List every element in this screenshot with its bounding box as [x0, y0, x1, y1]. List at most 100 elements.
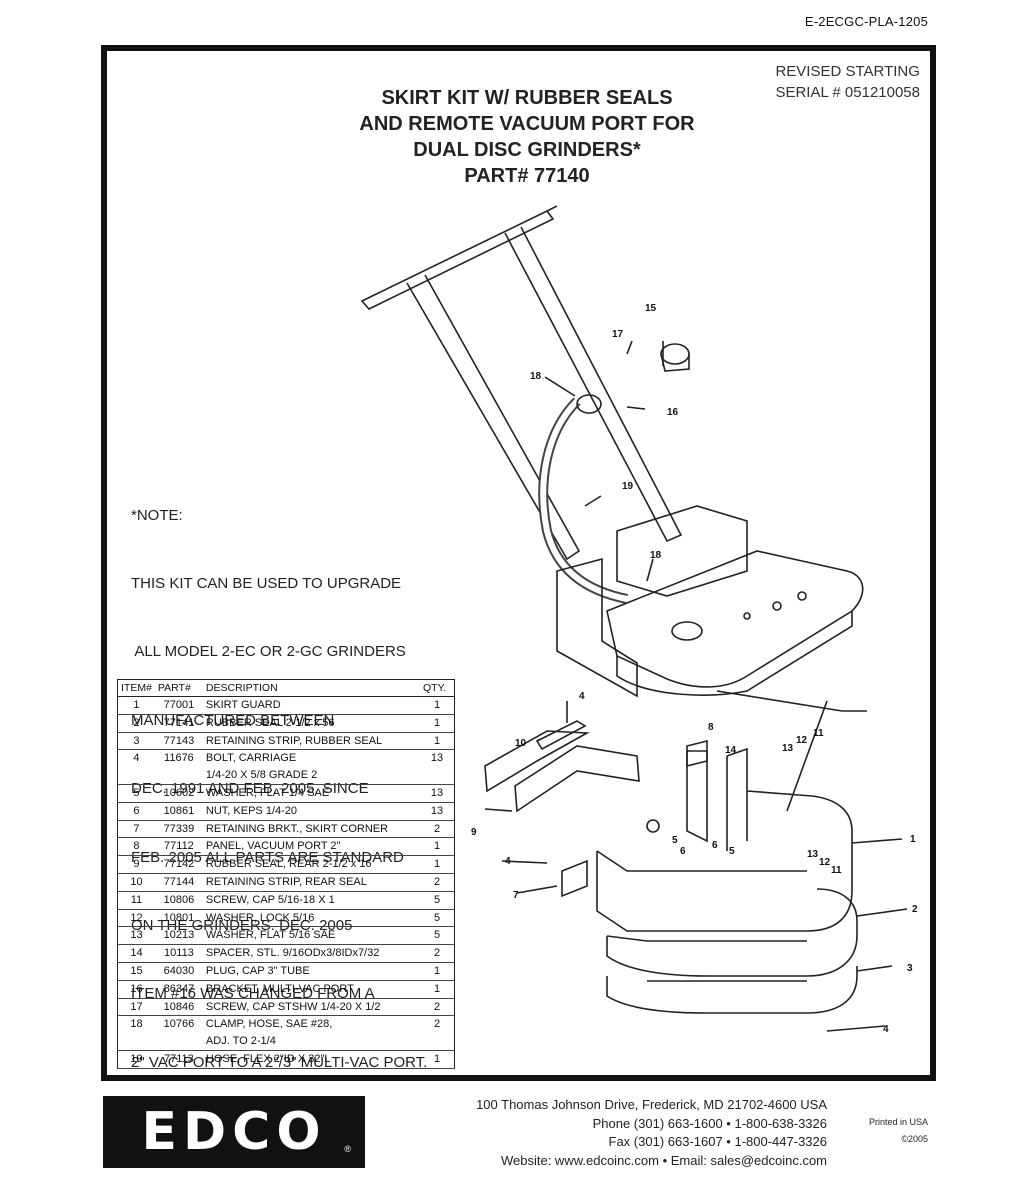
cell-qty: 2 [420, 820, 455, 839]
callout-4-top: 4 [579, 691, 585, 702]
cell-item: 2 [117, 714, 155, 733]
company-address: 100 Thomas Johnson Drive, Frederick, MD … [476, 1096, 827, 1170]
cell-qty: 13 [420, 802, 455, 821]
cell-item: 12 [117, 909, 155, 928]
cell-part: 86347 [154, 980, 203, 999]
callout-4-left: 4 [505, 856, 511, 867]
callout-10: 10 [515, 738, 527, 749]
callout-labels: 15 17 18 16 19 18 4 10 8 14 13 12 11 9 5… [471, 303, 918, 1035]
cell-item: 9 [117, 855, 155, 874]
header-part: PART# [154, 679, 203, 697]
cell-item [117, 767, 155, 785]
document-id: E-2ECGC-PLA-1205 [804, 14, 928, 29]
cell-description: CLAMP, HOSE, SAE #28, [205, 1018, 333, 1031]
revision-note: REVISED STARTING SERIAL # 051210058 [775, 61, 920, 103]
cell-item: 3 [117, 732, 155, 751]
cell-qty: 5 [420, 926, 455, 946]
cell-part: 77113 [154, 1050, 203, 1069]
cell-part: 10846 [154, 998, 203, 1017]
cell-item: 18 [130, 1018, 143, 1031]
cell-qty: 2 [420, 944, 455, 963]
callout-11-mid: 11 [831, 865, 842, 876]
logo-text: EDCO [141, 1102, 327, 1162]
parts-sheet-frame: 15 17 18 16 19 18 4 10 8 14 13 12 11 9 5… [101, 45, 936, 1081]
cell-item [117, 1033, 155, 1051]
cell-item: 4 [133, 752, 140, 765]
cell-part: 77112 [154, 837, 203, 857]
cell-description: BOLT, CARRIAGE [205, 752, 297, 765]
print-info: Printed in USA ©2005 [869, 1114, 928, 1148]
callout-12-mid: 12 [819, 857, 831, 868]
cell-qty: 1 [420, 714, 455, 733]
cell-qty: 13 [420, 784, 455, 803]
cell-part: 10806 [154, 891, 203, 910]
callout-3: 3 [907, 963, 913, 974]
cell-qty: 1 [420, 980, 455, 999]
revision-line-2: SERIAL # 051210058 [775, 84, 920, 101]
callout-15: 15 [645, 303, 657, 314]
cell-part: 10801 [154, 909, 203, 928]
cell-item: 10 [117, 873, 155, 892]
web-email-line: Website: www.edcoinc.com • Email: sales@… [500, 1152, 827, 1168]
title-line-3: DUAL DISC GRINDERS* [413, 139, 641, 161]
cell-description: PLUG, CAP 3" TUBE [202, 962, 420, 981]
printed-in: Printed in USA [868, 1117, 928, 1127]
cell-description: SKIRT GUARD [202, 696, 420, 715]
cell-part: 64030 [154, 962, 203, 981]
cell-description: WASHER, FLAT 1/4 SAE [202, 784, 420, 803]
cell-description: SCREW, CAP 5/16-18 X 1 [202, 891, 420, 910]
cell-qty: 2 [433, 1018, 441, 1031]
cell-description: RETAINING STRIP, RUBBER SEAL [202, 732, 420, 751]
cell-item: 7 [117, 820, 155, 839]
cell-qty: 5 [420, 909, 455, 928]
callout-8: 8 [708, 722, 714, 733]
cell-description: NUT, KEPS 1/4-20 [202, 802, 420, 821]
callout-11-top: 11 [813, 728, 824, 739]
cell-part: 10602 [154, 784, 203, 803]
cell-part: 77144 [154, 873, 203, 892]
cell-description: ADJ. TO 2-1/4 [202, 1033, 420, 1051]
cell-description: WASHER, LOCK 5/16 [202, 909, 420, 928]
cell-description: WASHER, FLAT 5/16 SAE [202, 926, 420, 946]
cell-qty: 5 [420, 891, 455, 910]
cell-part: 10766 [163, 1018, 195, 1031]
table-row: 1/4-20 X 5/8 GRADE 2 [117, 767, 455, 785]
cell-qty: 1 [420, 837, 455, 857]
cell-description: BRACKET, MULTI-VAC PORT [202, 980, 420, 999]
table-row: 18 10766 CLAMP, HOSE, SAE #28, 2 [118, 1016, 455, 1033]
cell-qty: 1 [420, 855, 455, 874]
cell-part: 77143 [154, 732, 203, 751]
edco-logo: EDCO ® [103, 1096, 365, 1168]
cell-description: RETAINING BRKT., SKIRT CORNER [202, 820, 420, 839]
cell-part: 11676 [164, 752, 194, 765]
cell-part [154, 1033, 203, 1051]
cell-part: 77339 [154, 820, 203, 839]
cell-part: 10213 [154, 926, 203, 946]
title-line-1: SKIRT KIT W/ RUBBER SEALS [381, 87, 673, 109]
cell-part: 77141 [154, 714, 203, 733]
document-title: SKIRT KIT W/ RUBBER SEALS AND REMOTE VAC… [287, 85, 767, 189]
cell-part [154, 767, 203, 785]
cell-item: 16 [117, 980, 155, 999]
callout-13-mid: 13 [807, 849, 819, 860]
cell-item: 5 [117, 784, 155, 803]
cell-part: 10113 [154, 944, 203, 963]
callout-16: 16 [667, 407, 679, 418]
cell-part: 77001 [154, 696, 203, 715]
cell-description: SPACER, STL. 9/16ODx3/8IDx7/32 [202, 944, 420, 963]
cell-description: HOSE, FLEX 2"ID X 32"L [202, 1050, 420, 1069]
header-description: DESCRIPTION [202, 679, 420, 697]
